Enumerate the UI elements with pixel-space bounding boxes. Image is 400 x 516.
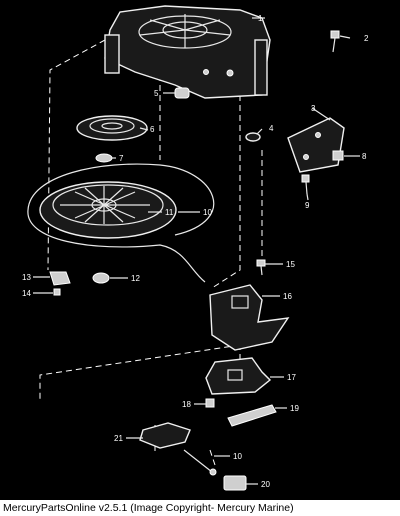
- part-number-14: 14: [22, 289, 31, 298]
- part-9-screw: [301, 174, 310, 195]
- part-7-bushing: [95, 153, 113, 163]
- part-5-grommet: [174, 87, 190, 99]
- part-12-bushing: [92, 272, 110, 284]
- part-19-plate: [227, 404, 277, 427]
- part-4-washer: [245, 132, 261, 142]
- part-number-10-lower: 10: [233, 452, 242, 461]
- part-number-20: 20: [261, 480, 270, 489]
- part-11-pulley: [39, 181, 177, 239]
- alignment-lines: [39, 35, 263, 466]
- part-2-bolt: [330, 30, 340, 53]
- part-numbers: 1 2 3 4 5 6 7 8 9 10 11 12 13 14 15 16 1…: [22, 14, 369, 489]
- part-17-lockout-lever: [205, 357, 272, 395]
- part-number-17: 17: [287, 373, 296, 382]
- part-8-nut: [332, 150, 344, 161]
- part-16-lockout-bracket: [209, 284, 290, 351]
- part-10-starter-rope: [27, 163, 215, 283]
- part-20-retainer: [223, 475, 247, 491]
- part-14-screw: [53, 288, 61, 296]
- part-1-starter-housing: [104, 5, 271, 99]
- part-number-2: 2: [364, 34, 369, 43]
- part-number-1: 1: [258, 14, 263, 23]
- part-number-9: 9: [305, 201, 310, 210]
- part-number-4: 4: [269, 124, 274, 133]
- part-10-rope-lower: [183, 449, 213, 473]
- part-number-18: 18: [182, 400, 191, 409]
- part-number-15: 15: [286, 260, 295, 269]
- part-number-11: 11: [165, 208, 174, 217]
- part-6-recoil-spring: [76, 115, 148, 141]
- part-18-screw: [205, 398, 215, 408]
- part-21-starter-handle: [139, 422, 191, 449]
- part-number-3: 3: [311, 104, 316, 113]
- leader-lines: [33, 17, 360, 485]
- part-number-16: 16: [283, 292, 292, 301]
- part-number-7: 7: [119, 154, 124, 163]
- exploded-parts-diagram: 1 2 3 4 5 6 7 8 9 10 11 12 13 14 15 16 1…: [22, 5, 369, 491]
- part-number-10: 10: [203, 208, 212, 217]
- part-number-21: 21: [114, 434, 123, 443]
- part-number-19: 19: [290, 404, 299, 413]
- part-13-clip: [49, 271, 71, 286]
- part-15-screw: [256, 259, 266, 276]
- part-number-8: 8: [362, 152, 367, 161]
- part-number-12: 12: [131, 274, 140, 283]
- part-number-6: 6: [150, 125, 155, 134]
- part-number-13: 13: [22, 273, 31, 282]
- part-3-bracket: [287, 117, 345, 173]
- part-number-5: 5: [154, 89, 159, 98]
- image-copyright-caption: MercuryPartsOnline v2.5.1 (Image Copyrig…: [0, 500, 400, 516]
